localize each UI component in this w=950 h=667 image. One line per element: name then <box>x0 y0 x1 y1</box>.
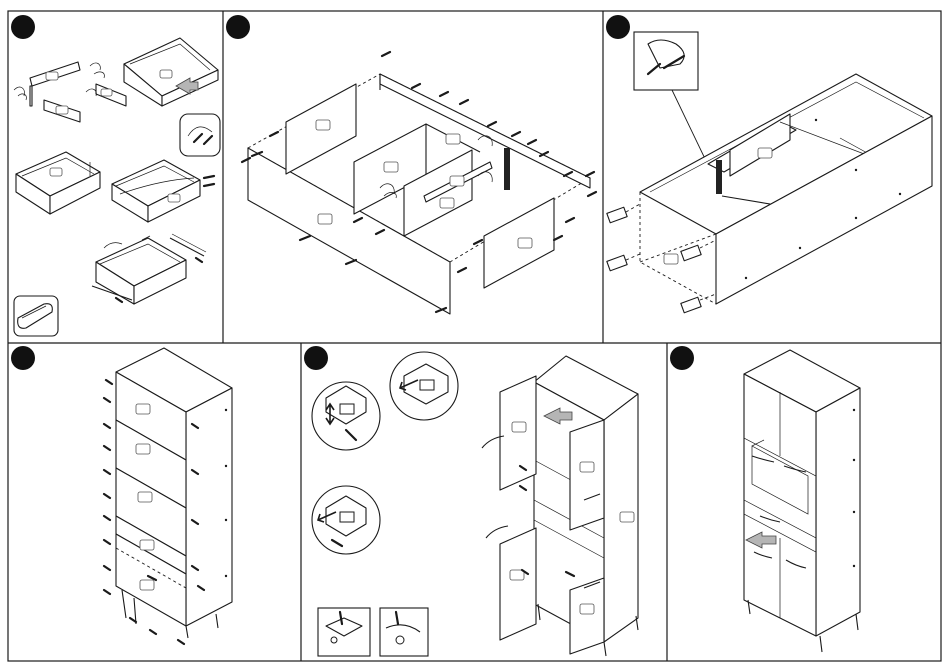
drawer-box-top <box>124 38 218 106</box>
step-5-hinges-doors <box>312 352 638 656</box>
step-6-finished-cabinet <box>744 350 860 652</box>
step-marker-4 <box>11 346 35 370</box>
lower-left-door-open <box>500 528 536 640</box>
step-2-carcass-base <box>242 52 596 314</box>
hinge-depth-adjust-inset <box>390 352 458 420</box>
upper-left-door-open <box>500 376 536 490</box>
step-marker-2 <box>226 15 250 39</box>
drawer-with-runners <box>92 234 206 304</box>
drawer-box-middle-right <box>112 160 214 222</box>
step-marker-6 <box>670 346 694 370</box>
screw-detail-inset <box>180 114 220 156</box>
hinge-side-adjust-inset <box>312 486 380 554</box>
hinge-mount-inset-right <box>380 608 428 656</box>
step-marker-3 <box>606 15 630 39</box>
hinge-vertical-adjust-inset <box>312 382 380 450</box>
drawer-parts-exploded <box>14 62 126 122</box>
hinge-mount-inset-left <box>318 608 370 656</box>
step-marker-1 <box>11 15 35 39</box>
step-3-base-with-feet <box>607 32 932 313</box>
upper-right-door <box>570 420 604 530</box>
runner-profile-inset <box>14 296 58 336</box>
step-4-carcass-frame <box>104 348 232 644</box>
lower-right-door <box>570 578 604 654</box>
drawer-box-middle-left <box>16 152 100 214</box>
step-marker-5 <box>304 346 328 370</box>
step-1-drawer-assembly <box>14 38 220 336</box>
